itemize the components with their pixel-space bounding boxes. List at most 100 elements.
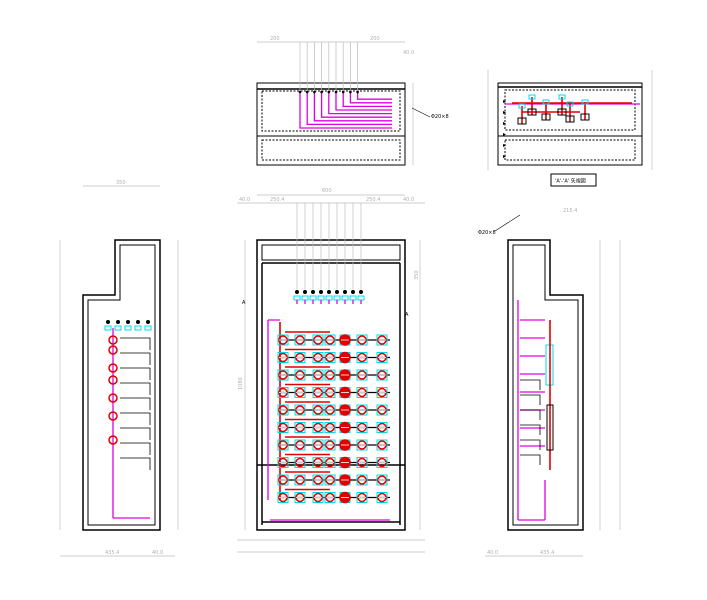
port bbox=[303, 290, 307, 294]
branch-line bbox=[120, 442, 151, 455]
valve-body bbox=[565, 115, 575, 123]
fitting bbox=[324, 404, 336, 416]
section-view-a-a: 'A'-'A' 矢視図 bbox=[487, 70, 653, 187]
branch-line bbox=[120, 352, 151, 365]
fitting bbox=[376, 457, 388, 468]
fitting bbox=[312, 334, 324, 346]
fitting bbox=[312, 422, 324, 433]
fitting bbox=[356, 422, 368, 433]
port bbox=[359, 290, 363, 294]
fitting bbox=[309, 295, 317, 301]
branch-line bbox=[120, 382, 151, 395]
fitting bbox=[114, 325, 122, 331]
fitting bbox=[356, 439, 368, 451]
port bbox=[116, 320, 120, 324]
fitting bbox=[356, 457, 368, 468]
valve bbox=[108, 411, 118, 421]
fitting bbox=[376, 422, 388, 433]
port bbox=[327, 90, 331, 94]
fitting bbox=[144, 325, 152, 331]
fitting bbox=[294, 369, 306, 381]
fitting bbox=[312, 352, 324, 363]
dim-front-height: 1080 bbox=[238, 377, 244, 390]
fitting bbox=[124, 325, 132, 331]
fitting bbox=[312, 387, 324, 398]
valve bbox=[108, 345, 118, 355]
hole-note-right: Φ20×8 bbox=[478, 230, 496, 236]
port bbox=[106, 320, 110, 324]
fitting bbox=[356, 387, 368, 398]
fitting bbox=[294, 422, 306, 433]
fitting bbox=[312, 439, 324, 451]
fitting bbox=[356, 369, 368, 381]
fitting bbox=[356, 352, 368, 363]
fitting bbox=[277, 457, 289, 468]
dim-right-bottom-offset: 40.0 bbox=[487, 550, 498, 556]
fitting bbox=[356, 474, 368, 486]
top-view: 200 200 40.0 Φ20×8 bbox=[256, 36, 449, 166]
arrow-mark bbox=[503, 122, 506, 125]
pipe bbox=[328, 92, 392, 115]
pipe bbox=[320, 92, 392, 118]
fitting bbox=[294, 387, 306, 398]
fitting bbox=[324, 334, 336, 346]
fitting bbox=[104, 325, 112, 331]
dim-top-side-right: 200 bbox=[370, 36, 380, 42]
right-side-view: 40.0 435.4 215.4 Φ20×8 bbox=[478, 208, 621, 557]
fitting bbox=[277, 404, 289, 416]
arrow-mark bbox=[503, 155, 506, 158]
fitting bbox=[301, 295, 309, 301]
fitting bbox=[277, 492, 289, 503]
section-mark-left: A bbox=[242, 300, 246, 306]
port bbox=[356, 90, 359, 94]
port bbox=[335, 290, 339, 294]
fitting bbox=[558, 94, 566, 100]
fitting bbox=[312, 457, 324, 468]
pipe bbox=[306, 92, 392, 126]
arrow-mark bbox=[503, 100, 506, 103]
section-mark-right: A bbox=[405, 312, 409, 318]
fitting bbox=[294, 334, 306, 346]
fitting bbox=[542, 99, 550, 105]
fitting bbox=[294, 352, 306, 363]
port bbox=[311, 290, 315, 294]
port bbox=[126, 320, 130, 324]
port bbox=[298, 90, 302, 94]
fitting bbox=[294, 404, 306, 416]
valve bbox=[108, 363, 118, 373]
branch-line bbox=[520, 379, 541, 390]
branch-line bbox=[520, 424, 541, 435]
valve bbox=[108, 435, 118, 445]
valve bbox=[108, 375, 118, 385]
dim-front-upper: 350 bbox=[414, 270, 420, 280]
port bbox=[349, 90, 352, 94]
fitting bbox=[312, 492, 324, 503]
fitting bbox=[376, 387, 388, 398]
dim-right-top: 215.4 bbox=[563, 208, 577, 214]
fitting bbox=[294, 474, 306, 486]
fitting bbox=[277, 422, 289, 433]
dim-front-margin-right: 40.0 bbox=[403, 197, 414, 203]
valve bbox=[108, 335, 118, 345]
pipe bbox=[356, 92, 392, 100]
fitting bbox=[324, 369, 336, 381]
fitting bbox=[324, 439, 336, 451]
port bbox=[136, 320, 140, 324]
fitting bbox=[357, 295, 365, 301]
fitting bbox=[356, 334, 368, 346]
fitting bbox=[294, 457, 306, 468]
fitting bbox=[376, 404, 388, 416]
fitting bbox=[528, 94, 536, 100]
dim-top-offset: 40.0 bbox=[403, 50, 414, 56]
fitting bbox=[581, 99, 589, 105]
port bbox=[319, 290, 323, 294]
port bbox=[351, 290, 355, 294]
arrow-mark bbox=[503, 144, 506, 147]
fitting bbox=[277, 474, 289, 486]
fitting bbox=[312, 369, 324, 381]
port bbox=[146, 320, 150, 324]
port bbox=[341, 90, 345, 94]
branch-line bbox=[120, 457, 151, 470]
left-side-view: 350 435.4 40.0 bbox=[59, 180, 179, 557]
